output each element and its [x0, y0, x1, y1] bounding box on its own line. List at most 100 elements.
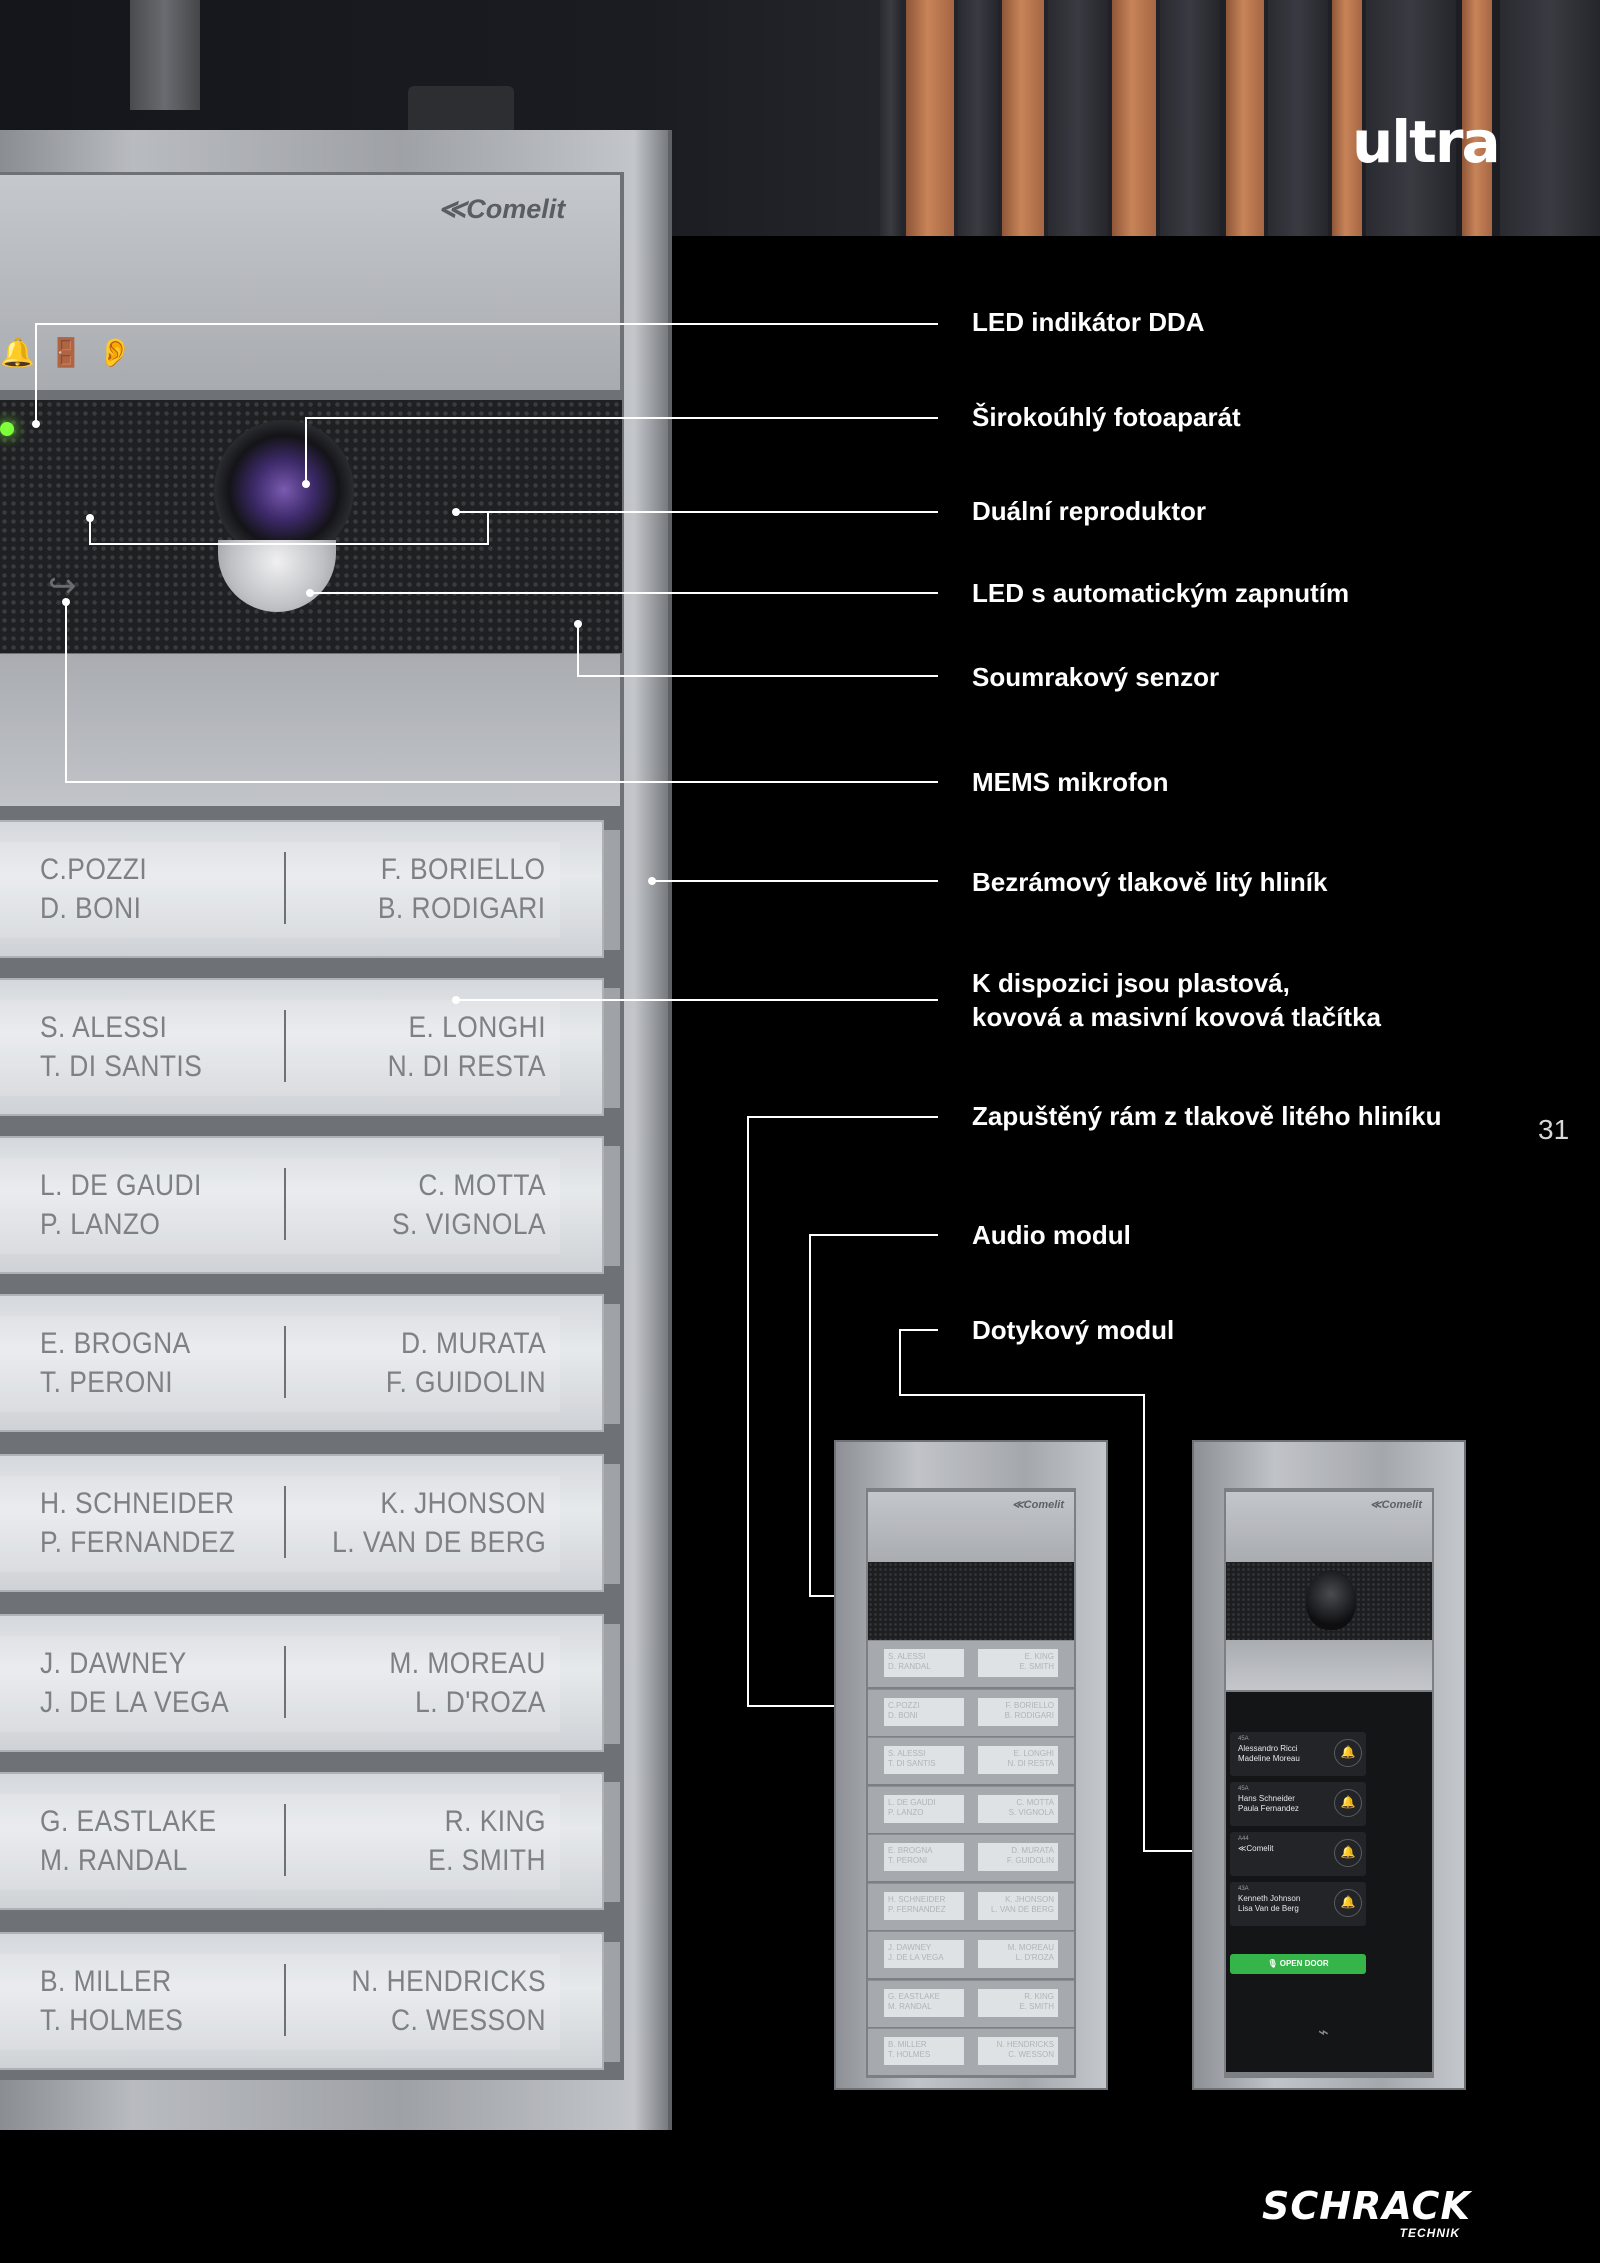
slot-right-label: F. BORIELLO B. RODIGARI	[978, 1697, 1058, 1726]
name-card-divider	[284, 1010, 286, 1082]
name-card-left: S. ALESSI T. DI SANTIS	[40, 1011, 203, 1083]
comelit-logo-small: ≪Comelit	[1012, 1499, 1064, 1511]
name-card-divider	[284, 1646, 286, 1718]
comelit-logo: ≪Comelit	[438, 194, 566, 224]
bell-icon[interactable]: 🔔	[1334, 1839, 1362, 1867]
bell-icon[interactable]: 🔔	[1334, 1739, 1362, 1767]
slot-left-label: H. SCHNEIDER P. FERNANDEZ	[884, 1891, 964, 1920]
callout-line-twilight	[577, 624, 938, 677]
name-card-divider	[284, 1326, 286, 1398]
name-card-right: E. LONGHI N. DI RESTA	[387, 1011, 546, 1083]
bell-icon: 🔔	[0, 337, 35, 368]
callout-line-touch	[899, 1329, 1240, 1852]
callout-line-speaker	[89, 511, 938, 545]
open-door-button[interactable]: 🎙 OPEN DOOR	[1230, 1954, 1366, 1974]
callout-twilight-sensor: Soumrakový senzor	[972, 662, 1220, 692]
microphone-icon: ↪	[48, 567, 77, 605]
audio-module-slot[interactable]: G. EASTLAKE M. RANDAL R. KING E. SMITH	[868, 1979, 1074, 2027]
name-card[interactable]: L. DE GAUDI P. LANZO C. MOTTA S. VIGNOLA	[0, 1136, 620, 1274]
hero-photo	[0, 0, 1600, 236]
panel-status-icons: 🔔 🚪 👂	[0, 336, 133, 369]
slot-left-label: J. DAWNEY J. DE LA VEGA	[884, 1940, 964, 1968]
callout-buttons: K dispozici jsou plastová, kovová a masi…	[972, 968, 1381, 1032]
slot-right-label: R. KING E. SMITH	[978, 1988, 1058, 2017]
name-card-divider	[284, 852, 286, 924]
panel-top-cap	[0, 175, 620, 390]
bell-icon[interactable]: 🔔	[1334, 1789, 1362, 1817]
audio-module-slot[interactable]: E. BROGNA T. PERONI D. MURATA F. GUIDOLIN	[868, 1834, 1074, 1881]
entry-tag: A44	[1238, 1836, 1249, 1842]
entry-name: Hans Schneider Paula Fernandez	[1238, 1794, 1299, 1813]
touch-directory-entry[interactable]: A44 ≪Comelit 🔔	[1230, 1832, 1366, 1876]
name-card-left: H. SCHNEIDER P. FERNANDEZ	[40, 1487, 236, 1559]
entry-name: Kenneth Johnson Lisa Van de Berg	[1238, 1894, 1301, 1913]
audio-module-slot[interactable]: B. MILLER T. HOLMES N. HENDRICKS C. WESSO…	[868, 2028, 1074, 2075]
name-card-right: R. KING E. SMITH	[428, 1805, 546, 1877]
entry-name: Alessandro Ricci Madeline Moreau	[1238, 1744, 1300, 1763]
callout-recessed-frame: Zapuštěný rám z tlakově litého hliníku	[972, 1101, 1442, 1131]
audio-module-slot[interactable]: C.POZZI D. BONI F. BORIELLO B. RODIGARI	[868, 1688, 1074, 1736]
name-card-left: J. DAWNEY J. DE LA VEGA	[40, 1647, 230, 1719]
speaker-grille-small	[868, 1562, 1074, 1640]
callout-audio-module: Audio modul	[972, 1220, 1131, 1250]
callout-led-dda: LED indikátor DDA	[972, 307, 1205, 337]
callout-led-auto: LED s automatickým zapnutím	[972, 578, 1350, 608]
audio-module-slot[interactable]: J. DAWNEY J. DE LA VEGA M. MOREAU L. D'RO…	[868, 1931, 1074, 1978]
callout-camera: Širokoúhlý fotoaparát	[972, 402, 1241, 432]
callout-line-recessed	[747, 1116, 938, 1707]
callout-line-camera	[305, 417, 938, 484]
comelit-logo-small: ≪Comelit	[1370, 1499, 1422, 1511]
audio-module-slot[interactable]: L. DE GAUDI P. LANZO C. MOTTA S. VIGNOLA	[868, 1785, 1074, 1833]
name-card-left: G. EASTLAKE M. RANDAL	[40, 1805, 217, 1877]
led-indicator	[0, 422, 14, 436]
audio-module-slot[interactable]: S. ALESSI T. DI SANTIS E. LONGHI N. DI RE…	[868, 1737, 1074, 1784]
callout-touch-module: Dotykový modul	[972, 1315, 1175, 1345]
touch-directory-entry[interactable]: 43A Kenneth Johnson Lisa Van de Berg 🔔	[1230, 1882, 1366, 1926]
slot-left-label: L. DE GAUDI P. LANZO	[884, 1794, 964, 1823]
name-card-right: N. HENDRICKS C. WESSON	[351, 1965, 546, 2037]
slot-right-label: M. MOREAU L. D'ROZA	[978, 1940, 1058, 1968]
name-card-divider	[284, 1804, 286, 1876]
nfc-icon: ⌁	[1318, 2022, 1329, 2042]
slot-right-label: E. KING E. SMITH	[978, 1649, 1058, 1677]
name-card-right: C. MOTTA S. VIGNOLA	[391, 1169, 546, 1241]
bell-icon[interactable]: 🔔	[1334, 1889, 1362, 1917]
callout-line-mems	[65, 602, 938, 783]
slot-left-label: B. MILLER T. HOLMES	[884, 2037, 964, 2065]
callout-mems-mic: MEMS mikrofon	[972, 767, 1169, 797]
callout-speaker: Duální reproduktor	[972, 496, 1207, 526]
slot-left-label: S. ALESSI T. DI SANTIS	[884, 1746, 964, 1774]
slot-right-label: N. HENDRICKS C. WESSON	[978, 2037, 1058, 2065]
slot-left-label: G. EASTLAKE M. RANDAL	[884, 1988, 964, 2017]
name-card-right: F. BORIELLO B. RODIGARI	[378, 853, 546, 925]
page-number: 31	[1538, 1114, 1570, 1145]
slot-left-label: C.POZZI D. BONI	[884, 1697, 964, 1726]
hearing-icon: 👂	[97, 337, 133, 368]
entry-tag: 43A	[1238, 1886, 1249, 1892]
name-card[interactable]: C.POZZI D. BONI F. BORIELLO B. RODIGARI	[0, 820, 620, 958]
slot-right-label: C. MOTTA S. VIGNOLA	[978, 1794, 1058, 1823]
panel-mid-cap	[0, 654, 620, 806]
name-card-left: L. DE GAUDI P. LANZO	[40, 1169, 202, 1241]
slot-right-label: E. LONGHI N. DI RESTA	[978, 1746, 1058, 1774]
callout-frameless: Bezrámový tlakově litý hliník	[972, 867, 1328, 897]
name-card-divider	[284, 1964, 286, 2036]
name-card-left: C.POZZI D. BONI	[40, 853, 148, 925]
name-card-right: D. MURATA F. GUIDOLIN	[385, 1327, 546, 1399]
name-card-divider	[284, 1168, 286, 1240]
slot-right-label: D. MURATA F. GUIDOLIN	[978, 1843, 1058, 1871]
slot-left-label: E. BROGNA T. PERONI	[884, 1843, 964, 1871]
name-card-left: B. MILLER T. HOLMES	[40, 1965, 184, 2037]
name-card[interactable]: B. MILLER T. HOLMES N. HENDRICKS C. WESSO…	[0, 1932, 620, 2070]
entry-name: ≪Comelit	[1238, 1844, 1274, 1853]
name-card[interactable]: G. EASTLAKE M. RANDAL R. KING E. SMITH	[0, 1772, 620, 1910]
